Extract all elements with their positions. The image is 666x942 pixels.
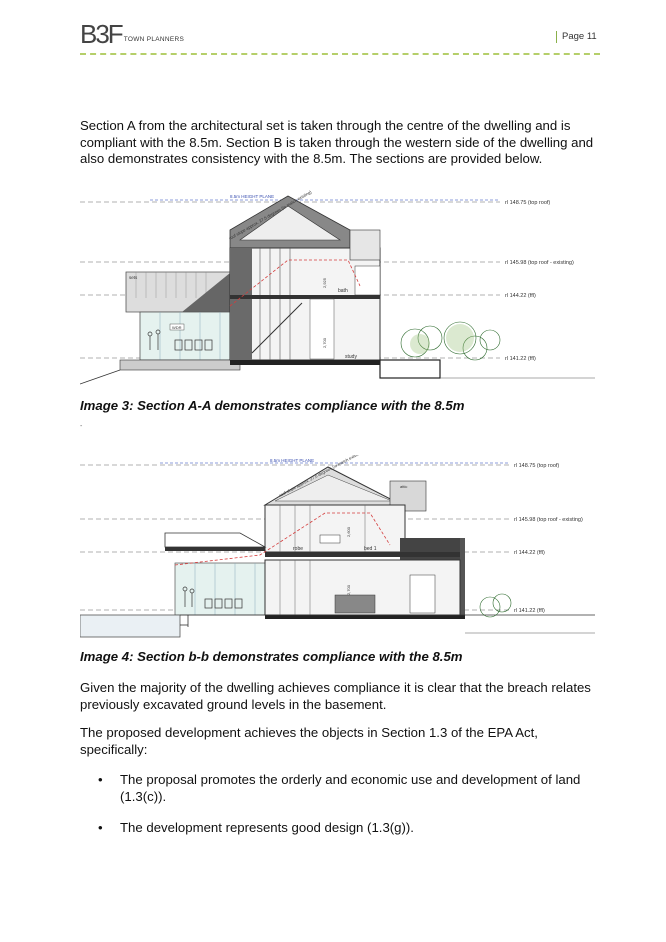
page-number: Page 11 [556,31,597,43]
section-a-svg: 8.5m HEIGHT PLANE rl 148.75 (top roof) r… [79,189,595,385]
section-b-svg: 8.5m HEIGHT PLANE rl 148.75 (top roof) r… [79,449,595,638]
header-divider [80,53,600,55]
level-label: rl 148.75 (top roof) [505,200,550,206]
level-label: rl 141.22 (ffl) [505,356,536,362]
company-logo: B3F TOWN PLANNERS [80,19,185,49]
room-label: WDR [172,325,182,330]
height-plane-label: 8.5m HEIGHT PLANE [270,458,314,463]
room-label: bath [338,288,348,294]
logo-text: TOWN PLANNERS [123,36,185,43]
dimension-label: 2,700 [346,584,351,595]
level-label: rl 148.75 (top roof) [514,463,559,469]
level-label: rl 144.22 (ffl) [514,550,545,556]
figure-caption: Image 3: Section A-A demonstrates compli… [80,398,465,413]
intro-paragraph: Section A from the architectural set is … [80,118,594,166]
room-label: study [345,354,357,360]
dimension-label: 2,925 [322,277,327,288]
level-label: rl 145.98 (top roof - existing) [514,517,583,523]
logo-mark: B3F [80,19,124,49]
bullet-text: The development represents good design (… [120,820,414,835]
room-label: robe [293,546,303,552]
dimension-label: 2,700 [322,337,327,348]
section-a-drawing: 8.5m HEIGHT PLANE rl 148.75 (top roof) r… [79,188,595,386]
section-b-drawing: 8.5m HEIGHT PLANE rl 148.75 (top roof) r… [79,449,595,641]
bullet-symbol: • [98,772,103,787]
room-label: bed 1 [364,546,377,552]
dimension-label: 2,600 [346,526,351,537]
level-label: rl 144.22 (ffl) [505,293,536,299]
room-label: sets [129,275,138,280]
bullet-symbol: • [98,820,103,835]
page-header: B3F TOWN PLANNERS Page 11 [0,0,666,60]
figure-caption: Image 4: Section b-b demonstrates compli… [80,649,463,664]
stray-mark: - [80,423,83,430]
level-label: rl 141.22 (ffl) [514,608,545,614]
room-label: attic [400,484,407,489]
body-paragraph: Given the majority of the dwelling achie… [80,680,591,712]
body-paragraph: The proposed development achieves the ob… [80,725,538,757]
bullet-text: The proposal promotes the orderly and ec… [120,772,581,804]
level-label: rl 145.98 (top roof - existing) [505,260,574,266]
height-plane-label: 8.5m HEIGHT PLANE [230,194,274,199]
